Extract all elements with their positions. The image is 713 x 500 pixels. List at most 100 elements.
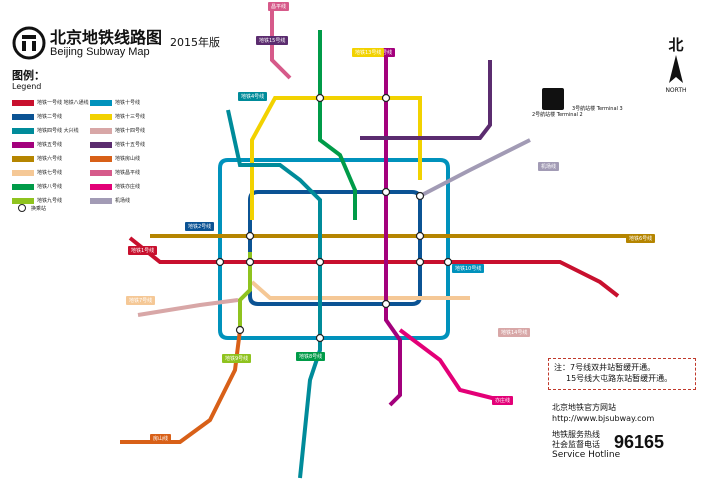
legend-item-label: 地铁六号线 — [37, 156, 63, 162]
legend-item: 地铁昌平线 — [90, 168, 140, 177]
legend-item: 地铁九号线 — [12, 196, 62, 205]
website-info: 北京地铁官方网站 http://www.bjsubway.com — [552, 402, 654, 424]
transfer-station — [415, 257, 425, 267]
beijing-subway-logo-icon — [12, 26, 46, 60]
map-edition: 2015年版 — [170, 36, 220, 49]
legend-item: 地铁十三号线 — [90, 112, 145, 121]
legend-item-label: 地铁九号线 — [37, 198, 63, 204]
hotline-label-1: 地铁服务热线 — [552, 430, 600, 439]
legend-item-label: 地铁八号线 — [37, 184, 63, 190]
legend-item: 地铁八号线 — [12, 182, 62, 191]
legend-swatch — [90, 197, 112, 204]
north-arrow-icon — [669, 55, 683, 83]
legend-item: 机场线 — [90, 196, 130, 205]
legend-swatch — [12, 127, 34, 134]
notice-line-2: 15号线大屯路东站暂缓开通。 — [566, 374, 673, 383]
transfer-station — [245, 257, 255, 267]
line-yizhuang — [398, 328, 501, 402]
line-airport — [419, 138, 531, 198]
legend-item-label: 地铁四号线 大兴线 — [37, 128, 79, 134]
legend-grid: 地铁一号线 地铁八通线 地铁十号线地铁二号线 地铁十三号线地铁四号线 大兴线 地铁十四… — [12, 98, 162, 218]
transfer-station — [415, 191, 425, 201]
legend-swatch — [90, 127, 112, 134]
line-name-tag: 房山线 — [150, 434, 172, 443]
transfer-station — [245, 231, 255, 241]
transfer-station-icon — [18, 204, 26, 212]
legend-item: 地铁房山线 — [90, 154, 140, 163]
line-name-tag: 地铁7号线 — [126, 296, 156, 305]
legend-item-label: 地铁二号线 — [37, 114, 63, 120]
legend-swatch — [12, 169, 34, 176]
legend-item-label: 地铁亦庄线 — [115, 184, 141, 190]
legend-transfer: 换乘站 — [18, 204, 46, 212]
north-indicator: 北 NORTH — [662, 34, 690, 94]
line-name-tag: 昌平线 — [268, 2, 290, 11]
legend-item-label: 地铁一号线 地铁八通线 — [37, 100, 89, 106]
transfer-station — [315, 93, 325, 103]
legend-item: 地铁五号线 — [12, 140, 62, 149]
transfer-station — [315, 333, 325, 343]
transfer-station — [315, 257, 325, 267]
transfer-station — [215, 257, 225, 267]
legend-swatch — [12, 113, 34, 120]
line-name-tag: 地铁8号线 — [296, 352, 326, 361]
map-title-en: Beijing Subway Map — [50, 46, 150, 58]
legend: 图例： Legend 地铁一号线 地铁八通线地铁十号线地铁二号线地铁十三号线地铁… — [12, 70, 162, 218]
transfer-stations — [215, 93, 453, 343]
line-10-loop — [218, 158, 450, 340]
line-2-loop — [248, 190, 422, 306]
line-name-tag: 地铁14号线 — [498, 328, 531, 337]
line-name-tag: 地铁4号线 — [238, 92, 268, 101]
legend-swatch — [90, 155, 112, 162]
legend-transfer-label: 换乘站 — [31, 205, 47, 212]
legend-item: 地铁十五号线 — [90, 140, 145, 149]
airport-icon — [542, 88, 564, 110]
legend-swatch — [90, 113, 112, 120]
hotline-info: 地铁服务热线 社会监督电话 Service Hotline 96165 — [552, 430, 664, 460]
legend-item: 地铁四号线 大兴线 — [12, 126, 79, 135]
legend-item: 地铁二号线 — [12, 112, 62, 121]
legend-swatch — [12, 183, 34, 190]
legend-item-label: 地铁十三号线 — [115, 114, 146, 120]
transfer-station — [235, 325, 245, 335]
line-name-tag: 地铁15号线 — [256, 36, 289, 45]
legend-item: 地铁七号线 — [12, 168, 62, 177]
line-14 — [137, 298, 239, 317]
legend-item: 地铁一号线 地铁八通线 — [12, 98, 89, 107]
line-15 — [360, 60, 492, 140]
line-9 — [238, 252, 252, 330]
north-label-en: NORTH — [665, 87, 687, 94]
legend-title: 图例： — [12, 69, 45, 82]
legend-swatch — [90, 169, 112, 176]
line-name-tag: 地铁13号线 — [352, 48, 385, 57]
line-8 — [318, 30, 357, 220]
legend-swatch — [12, 155, 34, 162]
transfer-station — [415, 231, 425, 241]
line-5 — [384, 52, 402, 407]
line-name-tag: 地铁9号线 — [222, 354, 252, 363]
legend-item-label: 地铁房山线 — [115, 156, 141, 162]
legend-item-label: 地铁昌平线 — [115, 170, 141, 176]
legend-subtitle: Legend — [12, 82, 42, 91]
legend-swatch — [90, 141, 112, 148]
website-url[interactable]: http://www.bjsubway.com — [552, 414, 655, 423]
terminal-3-label: 3号航站楼 Terminal 3 — [572, 106, 623, 112]
transfer-station — [381, 93, 391, 103]
line-name-tag: 地铁2号线 — [185, 222, 215, 231]
notice-line-1: 注：7号线双井站暂缓开通。 — [554, 363, 656, 372]
legend-swatch — [12, 141, 34, 148]
legend-item: 地铁十号线 — [90, 98, 140, 107]
legend-item-label: 地铁十号线 — [115, 100, 141, 106]
transfer-station — [443, 257, 453, 267]
legend-swatch — [12, 99, 34, 106]
line-fangshan — [120, 329, 242, 444]
legend-item-label: 地铁十四号线 — [115, 128, 146, 134]
north-label-cn: 北 — [668, 36, 684, 54]
terminal-2-label: 2号航站楼 Terminal 2 — [532, 112, 583, 118]
map-title-cn: 北京地铁线路图 — [50, 28, 163, 47]
legend-item-label: 地铁七号线 — [37, 170, 63, 176]
legend-item: 地铁六号线 — [12, 154, 62, 163]
line-4-daxing — [226, 109, 322, 479]
legend-item-label: 机场线 — [115, 198, 131, 204]
legend-item-label: 地铁十五号线 — [115, 142, 146, 148]
